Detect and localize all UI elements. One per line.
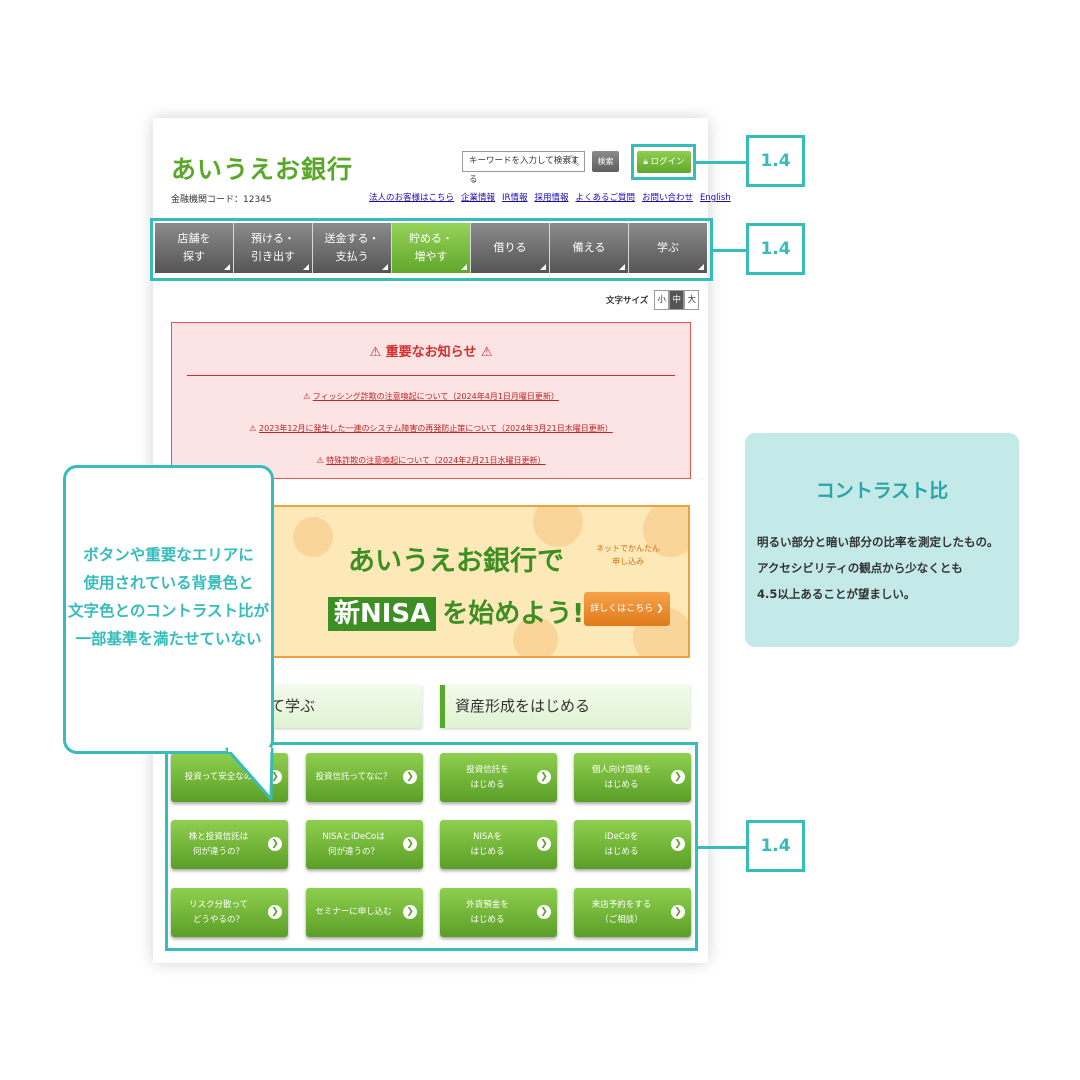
chevron-right-icon: ❯ <box>268 837 282 851</box>
nisa-tag: 新NISA <box>328 597 437 631</box>
link-english[interactable]: English <box>700 193 731 203</box>
highlight-login <box>631 144 696 180</box>
text-size-switcher: 文字サイズ 小 中 大 <box>606 290 700 310</box>
grid-button[interactable]: 個人向け国債を はじめる❯ <box>574 753 691 802</box>
contrast-info-box: コントラスト比 明るい部分と暗い部分の比率を測定したもの。 アクセシビリティの観… <box>745 433 1019 647</box>
chevron-right-icon: ❯ <box>671 837 685 851</box>
search-icon: 🔍︎ <box>567 156 580 167</box>
search-placeholder: キーワードを入力して検索する <box>469 156 580 185</box>
criterion-label: 1.4 <box>746 223 805 275</box>
grid-button[interactable]: セミナーに申し込む❯ <box>306 888 423 937</box>
banner-decoration <box>533 507 583 547</box>
notice-link[interactable]: ⚠ フィッシング詐欺の注意喚起について（2024年4月1日月曜日更新） <box>303 392 559 401</box>
info-body: 明るい部分と暗い部分の比率を測定したもの。 アクセシビリティの観点から少なくとも… <box>757 535 999 601</box>
grid-button[interactable]: 投資信託ってなに？❯ <box>306 753 423 802</box>
issue-callout: ボタンや重要なエリアに 使用されている背景色と 文字色とのコントラスト比が 一部… <box>63 465 274 754</box>
criterion-label: 1.4 <box>746 820 805 872</box>
search-input[interactable]: キーワードを入力して検索する 🔍︎ <box>462 151 585 185</box>
grid-button[interactable]: iDeCoを はじめる❯ <box>574 820 691 869</box>
link-contact[interactable]: お問い合わせ <box>641 193 693 203</box>
grid-button[interactable]: 株と投資信託は 何が違うの？❯ <box>171 820 288 869</box>
chevron-right-icon: ❯ <box>403 905 417 919</box>
notice-title: ⚠ 重要なお知らせ ⚠ <box>369 345 493 360</box>
text-size-large[interactable]: 大 <box>684 290 700 310</box>
search-button[interactable]: 検索 <box>592 151 619 172</box>
grid-button[interactable]: 来店予約をする （ご相談）❯ <box>574 888 691 937</box>
chevron-right-icon: ❯ <box>656 604 664 614</box>
chevron-right-icon: ❯ <box>403 770 417 784</box>
banner-decoration <box>643 507 688 557</box>
nav-item-borrow[interactable]: 借りる <box>471 223 550 273</box>
notice-link[interactable]: ⚠ 2023年12月に発生した一連のシステム障害の再発防止策について（2024年… <box>249 424 613 433</box>
connector-line <box>698 846 746 849</box>
link-company-info[interactable]: 企業情報 <box>461 193 496 203</box>
nav-item-store[interactable]: 店舗を 探す <box>155 223 234 273</box>
criterion-label: 1.4 <box>746 135 805 187</box>
banner-headline: あいうえお銀行で <box>348 546 564 577</box>
banner-decoration <box>513 617 558 656</box>
chevron-right-icon: ❯ <box>537 770 551 784</box>
section-tab-asset[interactable]: 資産形成をはじめる <box>440 685 690 728</box>
grid-button[interactable]: 投資信託を はじめる❯ <box>440 753 557 802</box>
bank-logo[interactable]: あいうえお銀行 <box>171 155 354 184</box>
chevron-right-icon: ❯ <box>537 905 551 919</box>
info-title: コントラスト比 <box>815 480 949 502</box>
text-size-medium[interactable]: 中 <box>669 290 685 310</box>
text-size-label: 文字サイズ <box>606 296 649 306</box>
grid-button[interactable]: 外貨預金を はじめる❯ <box>440 888 557 937</box>
login-label: ログイン <box>650 157 685 167</box>
banner-net-note: ネットでかんたん 申し込み <box>596 544 660 566</box>
link-recruit[interactable]: 採用情報 <box>534 193 569 203</box>
nav-item-save[interactable]: 貯める・ 増やす <box>392 223 471 273</box>
nisa-text: を始めよう! <box>442 599 585 629</box>
nav-item-learn[interactable]: 学ぶ <box>629 223 707 273</box>
lock-icon: 🔒︎ <box>643 157 648 167</box>
nav-item-insure[interactable]: 備える <box>550 223 629 273</box>
grid-button[interactable]: リスク分散って どうやるの？❯ <box>171 888 288 937</box>
chevron-right-icon: ❯ <box>268 905 282 919</box>
global-nav: 店舗を 探す 預ける・ 引き出す 送金する・ 支払う 貯める・ 増やす 借りる … <box>155 223 707 273</box>
highlight-nav <box>150 218 713 281</box>
callout-text: ボタンや重要なエリアに 使用されている背景色と 文字色とのコントラスト比が 一部… <box>67 546 270 648</box>
notice-divider <box>187 375 675 376</box>
grid-button[interactable]: NISAを はじめる❯ <box>440 820 557 869</box>
nav-item-deposit[interactable]: 預ける・ 引き出す <box>234 223 313 273</box>
chevron-right-icon: ❯ <box>537 837 551 851</box>
chevron-right-icon: ❯ <box>671 770 685 784</box>
callout-pointer <box>225 747 274 801</box>
banner-details-button[interactable]: 詳しくはこちら ❯ <box>584 592 670 626</box>
grid-button[interactable]: NISAとiDeCoは 何が違うの？❯ <box>306 820 423 869</box>
link-faq[interactable]: よくあるご質問 <box>575 193 635 203</box>
highlight-buttons <box>165 742 698 951</box>
connector-line <box>713 249 746 252</box>
bank-code: 金融機関コード：12345 <box>171 195 272 205</box>
link-ir[interactable]: IR情報 <box>502 193 528 203</box>
chevron-right-icon: ❯ <box>671 905 685 919</box>
link-corporate[interactable]: 法人のお客様はこちら <box>369 193 455 203</box>
chevron-right-icon: ❯ <box>403 837 417 851</box>
notice-link[interactable]: ⚠ 特殊詐欺の注意喚起について（2024年2月21日水曜日更新） <box>316 456 546 465</box>
nav-item-transfer[interactable]: 送金する・ 支払う <box>313 223 392 273</box>
utility-links: 法人のお客様はこちら企業情報 IR情報採用情報よくあるご質問お問い合わせ Engli… <box>369 191 738 203</box>
login-button[interactable]: 🔒︎ ログイン <box>637 151 691 173</box>
banner-decoration <box>293 517 333 557</box>
connector-line <box>696 161 746 164</box>
text-size-small[interactable]: 小 <box>654 290 670 310</box>
important-notice: ⚠ 重要なお知らせ ⚠ ⚠ フィッシング詐欺の注意喚起について（2024年4月1… <box>171 322 691 479</box>
